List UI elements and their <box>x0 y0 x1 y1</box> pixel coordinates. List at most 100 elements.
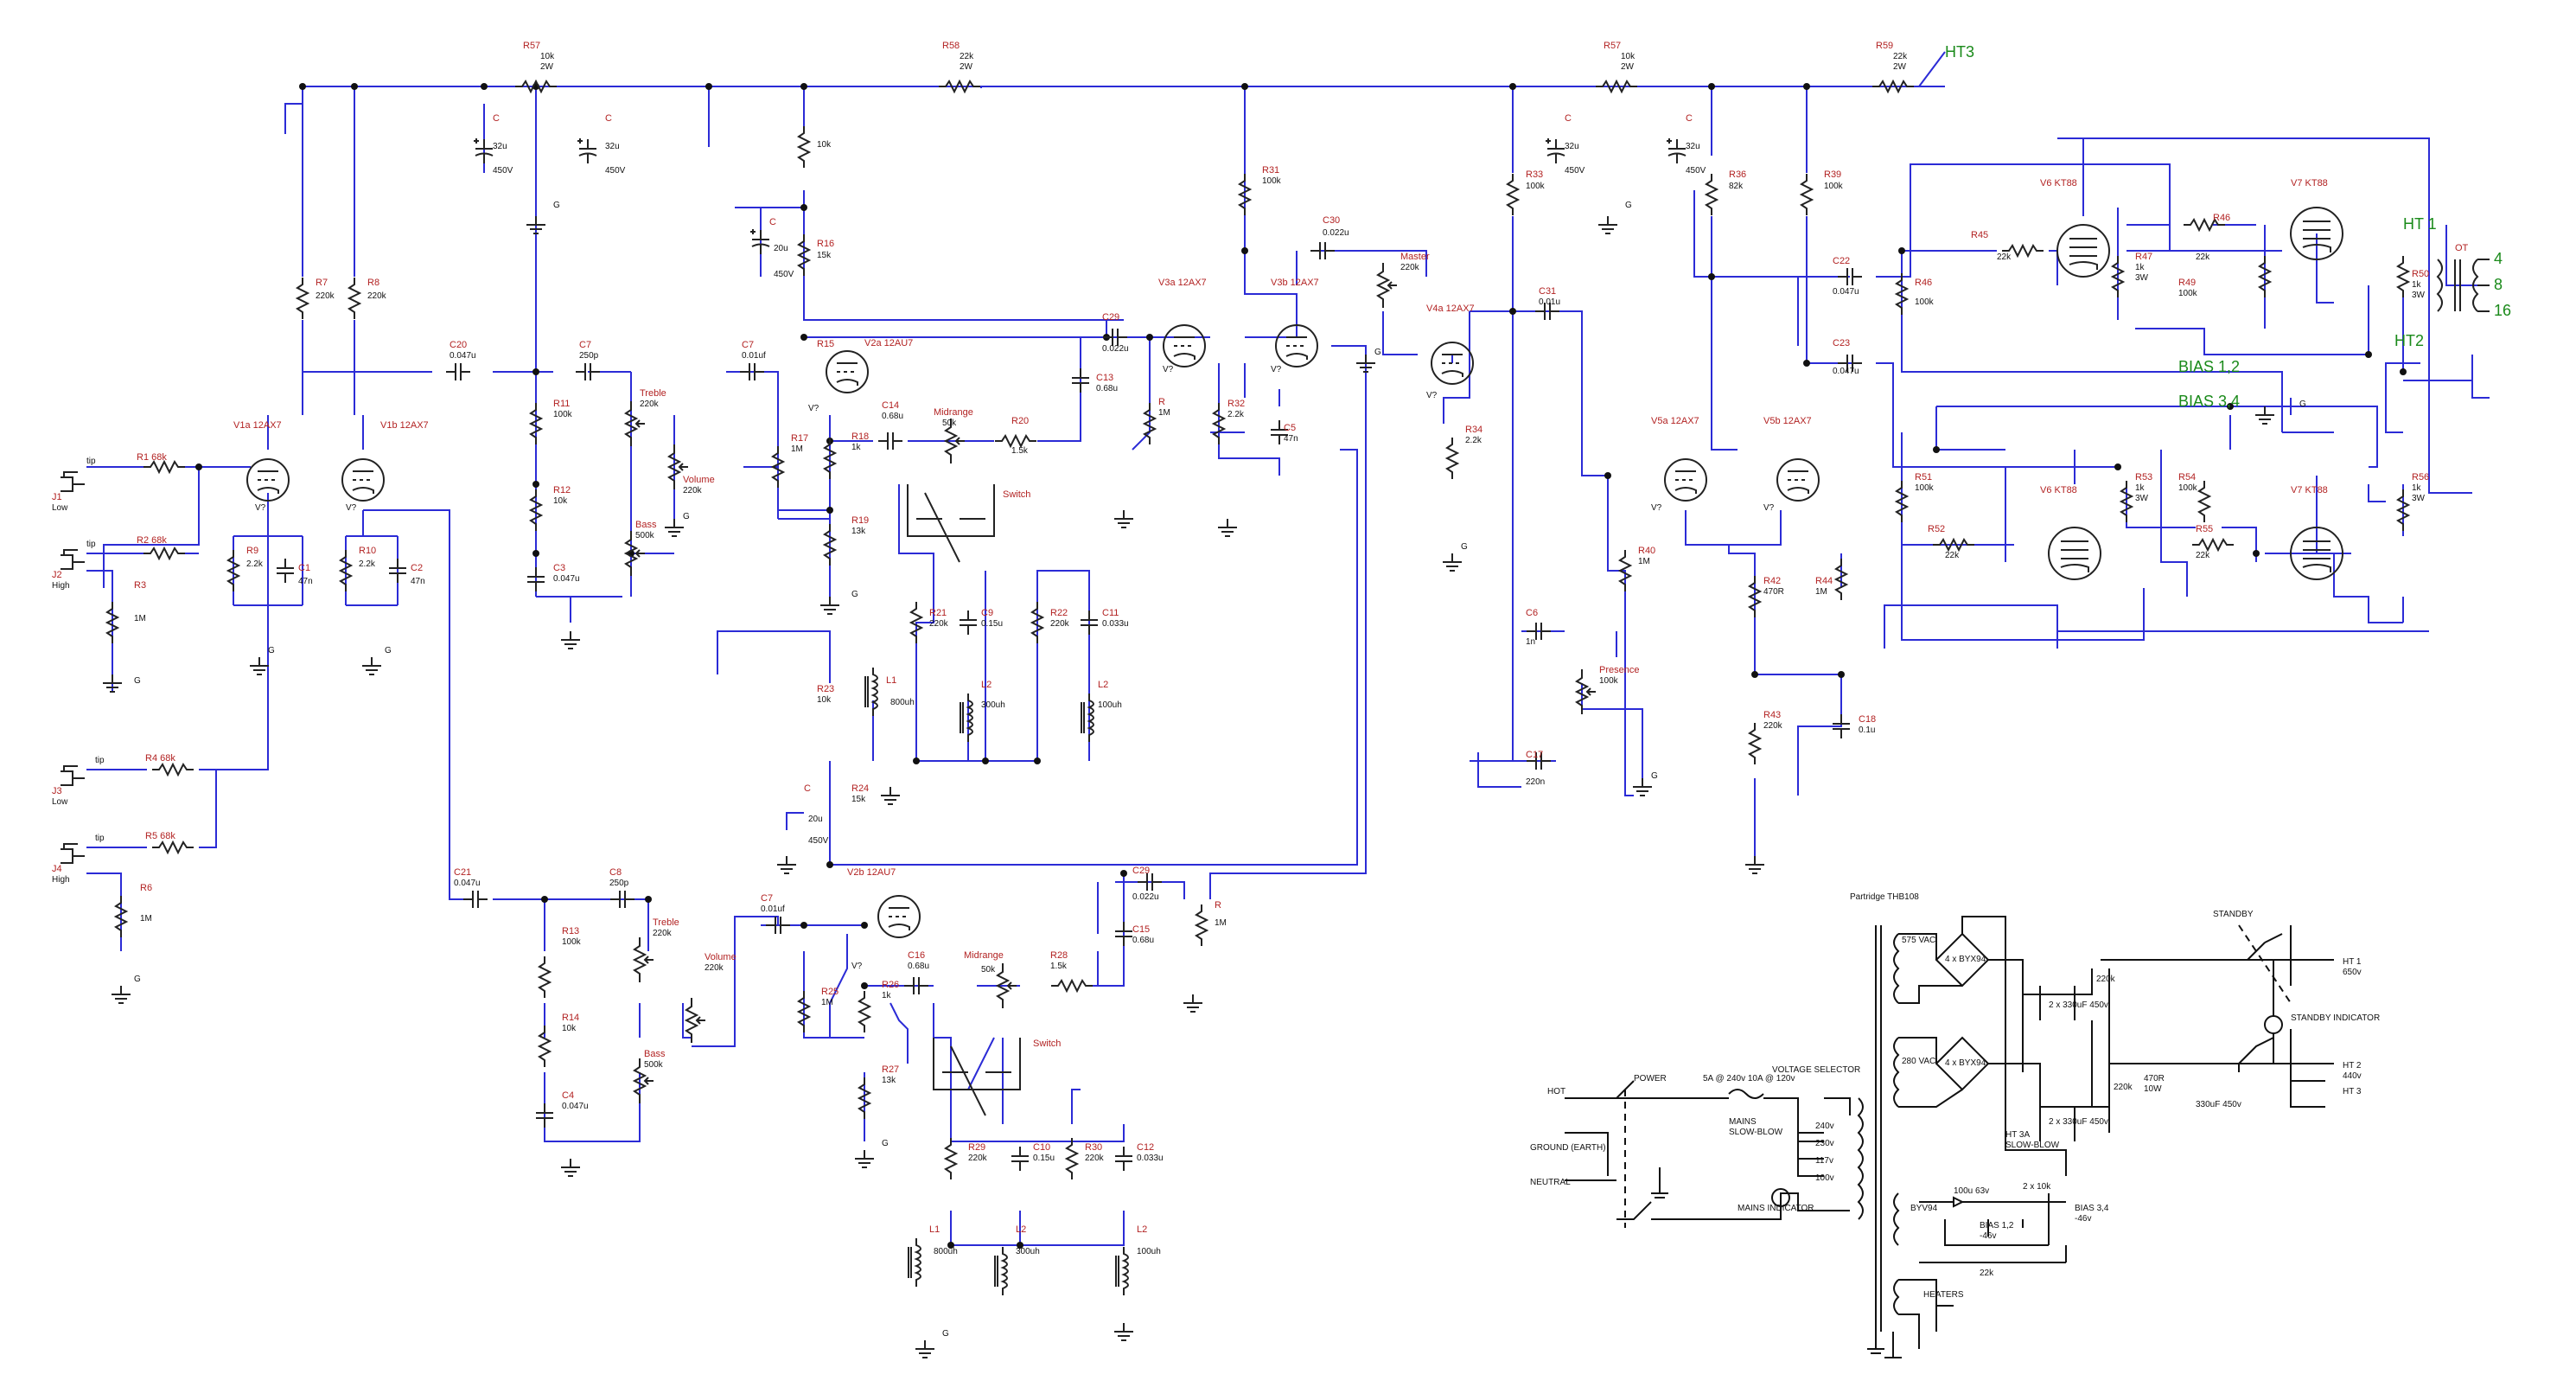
l2c-label: L2 <box>1016 1224 1026 1235</box>
r14-value: 10k <box>562 1024 577 1033</box>
psu-bridge2: 4 x BYX94 <box>1945 1058 1986 1068</box>
c7a-value: 250p <box>579 351 599 361</box>
l2d-value: 100uh <box>1137 1247 1161 1256</box>
components <box>60 80 2490 1358</box>
psu-standby-ind: STANDBY INDICATOR <box>2291 1013 2380 1023</box>
r18-value: 1k <box>851 443 862 452</box>
l2d-label: L2 <box>1137 1224 1147 1235</box>
r46-value: 100k <box>1915 297 1935 307</box>
c23-value: 0.047u <box>1833 367 1859 376</box>
r39-value: 100k <box>1824 182 1844 191</box>
c15-label: C15 <box>1132 924 1150 935</box>
psu-ground: GROUND (EARTH) <box>1530 1143 1606 1153</box>
bass-value: 500k <box>635 531 655 540</box>
bass-value-b: 500k <box>644 1060 664 1070</box>
r24-value: 15k <box>851 795 866 804</box>
r39-label: R39 <box>1824 169 1841 180</box>
v5a-label: V5a 12AX7 <box>1651 416 1699 426</box>
tip-label-1: tip <box>86 457 96 466</box>
c7b-value: 0.01uf <box>742 351 766 361</box>
v1a-label: V1a 12AX7 <box>233 420 282 431</box>
psu-heaters: HEATERS <box>1923 1290 1964 1300</box>
r7-value: 220k <box>316 291 335 301</box>
r9-label: R9 <box>246 546 258 556</box>
c8-label: C8 <box>609 867 622 878</box>
psu-fuse: 5A @ 240v 10A @ 120v <box>1703 1074 1795 1083</box>
j3-label: J3 <box>52 786 62 796</box>
c18-value: 0.1u <box>1859 725 1875 735</box>
c10-value: 0.15u <box>1033 1154 1055 1163</box>
r6-value: 1M <box>140 914 152 924</box>
c7a-label: C7 <box>579 340 591 350</box>
r58-watt: 2W <box>960 62 973 72</box>
bias12-label: BIAS 1,2 <box>2178 358 2240 375</box>
v4a-label: V4a 12AX7 <box>1426 304 1475 314</box>
c1-value: 47n <box>298 577 313 586</box>
g-label-13: G <box>882 1139 889 1148</box>
r45-label: R45 <box>1971 230 1988 240</box>
c3-label: C3 <box>553 563 565 573</box>
r1-label: R1 68k <box>137 452 167 463</box>
ot8-label: 8 <box>2494 276 2503 293</box>
r33-label: R33 <box>1526 169 1543 180</box>
psu-r470w: 10W <box>2144 1084 2162 1094</box>
r13-value: 100k <box>562 937 582 947</box>
psu-byv: BYV94 <box>1910 1204 1938 1213</box>
switch-label-a: Switch <box>1003 489 1030 500</box>
j2-label: J2 <box>52 570 62 580</box>
c14-value: 0.68u <box>882 412 903 421</box>
psu-v117: 117v <box>1815 1156 1833 1166</box>
r3-value: 1M <box>134 614 146 623</box>
wiring <box>86 51 2490 1246</box>
r34-value: 2.2k <box>1465 436 1482 445</box>
c13-value: 0.68u <box>1096 384 1118 393</box>
g-label-12: G <box>1374 348 1381 357</box>
c6-label: C6 <box>1526 608 1538 618</box>
master-label: Master <box>1400 252 1430 262</box>
v7t-label: V7 KT88 <box>2291 178 2328 189</box>
r40-label: R40 <box>1638 546 1655 556</box>
r28-value: 1.5k <box>1050 962 1068 971</box>
c16-value: 0.68u <box>908 962 929 971</box>
r56-label: R56 <box>2412 472 2429 483</box>
psu-bias12: BIAS 1,2 <box>1980 1221 2014 1230</box>
r45-value: 22k <box>1997 252 2012 262</box>
c21-value: 0.047u <box>454 879 481 888</box>
r59-value: 22k <box>1893 52 1908 61</box>
g-label-5: G <box>553 201 560 210</box>
r28-label: R28 <box>1050 950 1068 961</box>
j3-sub: Low <box>52 797 68 807</box>
c13-label: C13 <box>1096 373 1113 383</box>
r29-value: 220k <box>968 1154 988 1163</box>
c10-label: C10 <box>1033 1142 1050 1153</box>
ht3-label: HT3 <box>1945 43 1974 61</box>
g-label-1: G <box>134 676 141 686</box>
psu-power: POWER <box>1634 1074 1667 1083</box>
c31-label: C31 <box>1539 286 1556 297</box>
r52-value: 22k <box>1945 551 1960 560</box>
psu-v240: 240v <box>1815 1122 1834 1131</box>
r11-label: R11 <box>553 399 570 409</box>
r16-label: R16 <box>817 239 834 249</box>
r23-label: R23 <box>817 684 834 694</box>
c32c-value: 32u <box>1565 142 1579 151</box>
r17-value: 1M <box>791 444 803 454</box>
v2b-label: V2b 12AU7 <box>847 867 896 878</box>
l1b-value: 800uh <box>934 1247 958 1256</box>
bias34-label: BIAS 3,4 <box>2178 393 2240 410</box>
r26-value: 1k <box>882 991 892 1000</box>
vq-2: V? <box>346 503 357 513</box>
r49-value: 100k <box>2178 289 2198 298</box>
midrange-label-b: Midrange <box>964 950 1004 961</box>
r32-label: R32 <box>1227 399 1245 409</box>
r9-value: 2.2k <box>246 559 264 569</box>
c29b-value: 0.022u <box>1132 892 1159 902</box>
r8-value: 220k <box>367 291 387 301</box>
l2b-label: L2 <box>1098 680 1108 690</box>
l1-value: 800uh <box>890 698 915 707</box>
r24-label: R24 <box>851 783 869 794</box>
c32a-value: 32u <box>493 142 507 151</box>
cb-label: C <box>804 783 811 794</box>
c12-label: C12 <box>1137 1142 1154 1153</box>
c2-value: 47n <box>411 577 425 586</box>
